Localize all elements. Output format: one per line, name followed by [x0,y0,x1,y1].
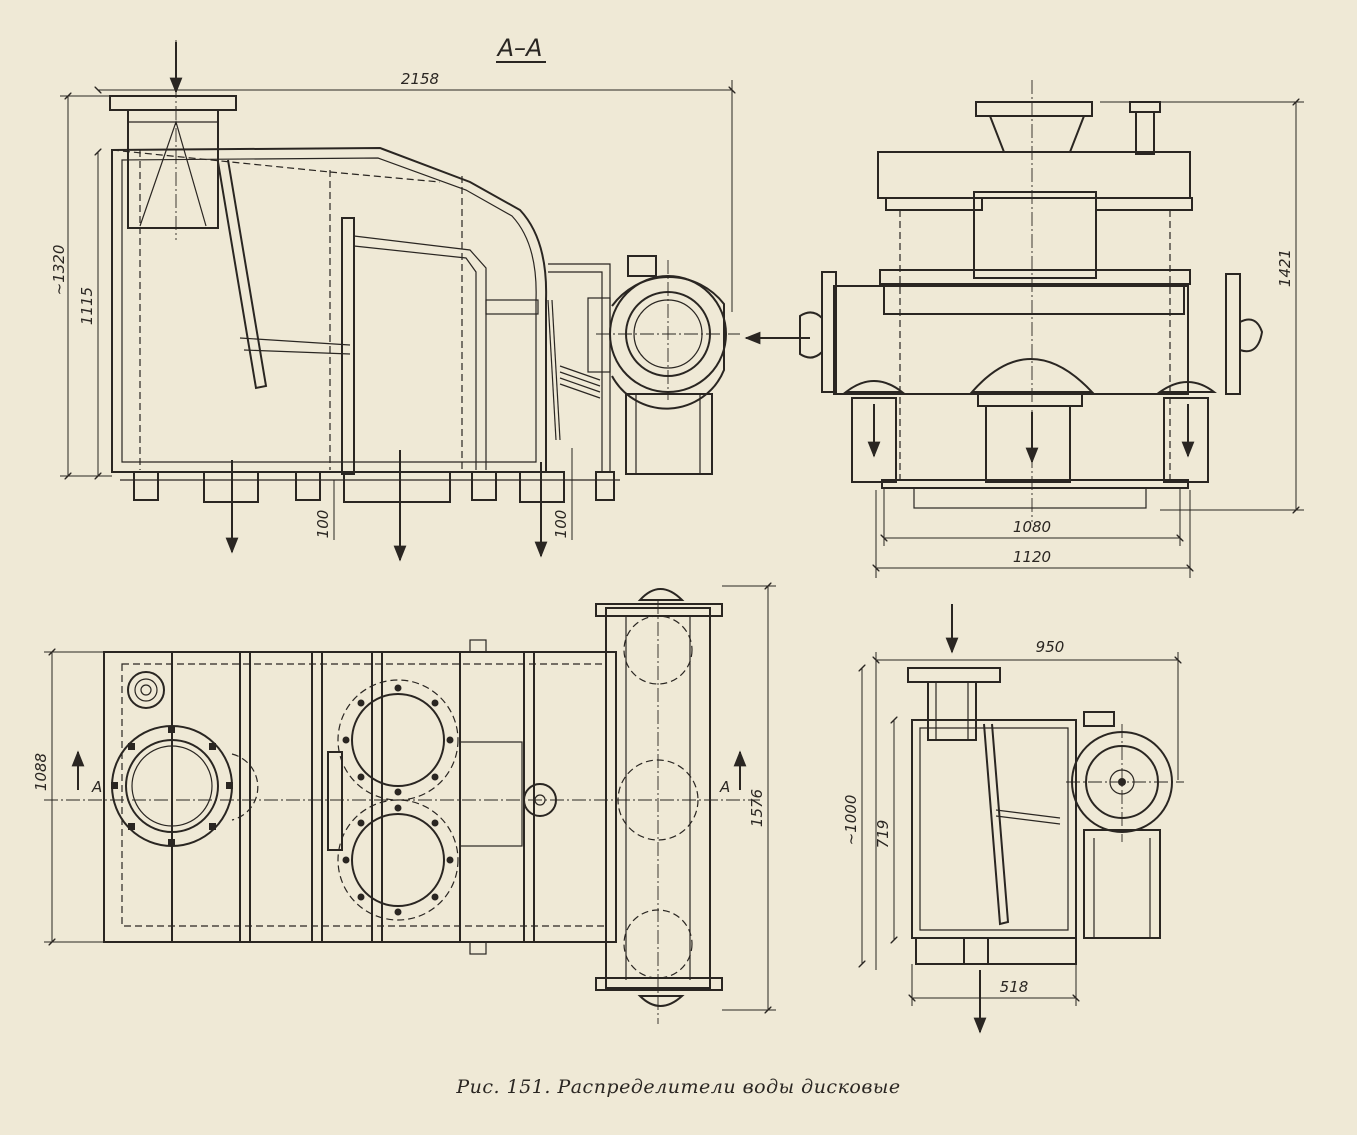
front-view: 2158 ~1320 1115 100 100 [50,40,810,562]
dim-small-height: ~1000 [842,795,860,846]
dim-front-height: ~1320 [50,245,68,296]
dim-plan-right-width: 1576 [748,789,766,827]
dim-small-inner-height: 719 [874,820,892,849]
dim-side-inner-width: 1080 [1013,518,1051,536]
side-view: 1421 1080 1120 [799,80,1304,578]
dim-side-height: 1421 [1276,249,1294,287]
dim-front-inner-height: 1115 [78,287,96,325]
plan-view: А А 1088 1576 [32,586,776,1024]
front-base-rails [120,471,620,503]
small-section-view: 950 ~1000 719 518 [842,604,1184,1034]
dim-small-width: 950 [1036,638,1065,656]
dim-front-length: 2158 [401,70,439,88]
dim-plan-width: 1088 [32,753,50,791]
figure-caption: Рис. 151. Распределители воды дисковые [456,1076,901,1098]
dim-side-outer-width: 1120 [1013,548,1051,566]
dim-front-foot-left: 100 [314,510,332,539]
section-mark-left: А [91,778,102,796]
section-title-group: А–А [496,34,546,63]
section-title: А–А [496,34,543,62]
section-mark-right: А [719,778,730,796]
big-flange-bolts [111,726,233,846]
dim-front-foot-right: 100 [552,510,570,539]
dim-small-base: 518 [1000,978,1029,996]
